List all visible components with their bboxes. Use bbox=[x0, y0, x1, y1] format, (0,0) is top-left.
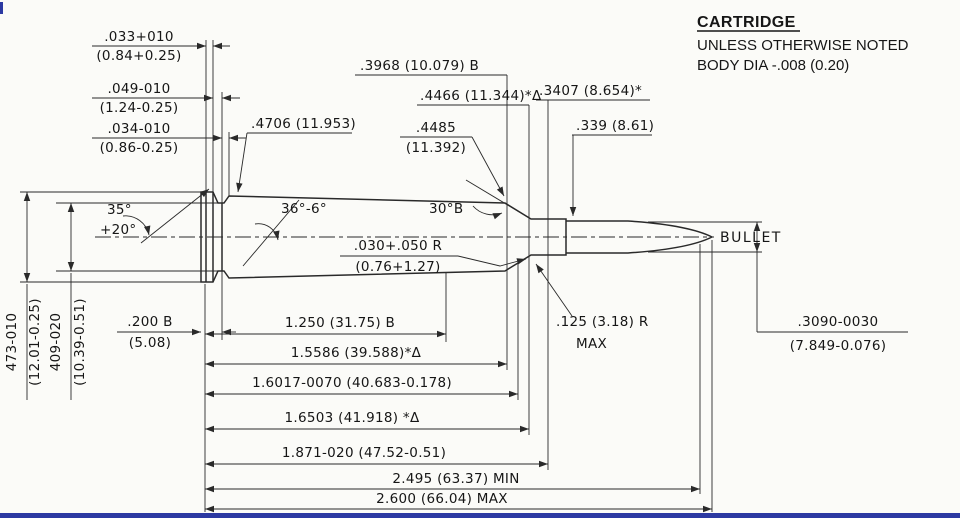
dim-shoulder-radius-mm: (0.76+1.27) bbox=[355, 259, 440, 275]
leader-shoulder-radius bbox=[457, 255, 527, 267]
dim-rim1-mm: (0.84+0.25) bbox=[96, 48, 181, 64]
dim-body-dia: .4706 (11.953) bbox=[251, 116, 356, 132]
dim-rim2-in: .049-010 bbox=[107, 81, 170, 97]
dim-head-dia-mm: (12.01-0.25) bbox=[27, 298, 43, 386]
leader-shoulder-angle bbox=[465, 179, 532, 220]
dim-neck-radius-a: .125 (3.18) R bbox=[556, 314, 649, 330]
dim-groove-dia-in: 409-020 bbox=[48, 313, 64, 372]
dim-l1250: 1.250 (31.75) B bbox=[285, 315, 395, 331]
title-block: CARTRIDGE UNLESS OTHERWISE NOTED BODY DI… bbox=[697, 14, 909, 74]
dim-rim1-in: .033+010 bbox=[104, 29, 174, 45]
dim-shoulder2-in: .4485 bbox=[416, 120, 456, 136]
head-detail-lines bbox=[205, 192, 223, 282]
dimension-lines bbox=[23, 42, 761, 513]
arc-rim-angle bbox=[122, 215, 151, 236]
drawing-title: CARTRIDGE bbox=[697, 14, 796, 31]
border-bottom-blue bbox=[0, 513, 960, 518]
dim-l200-in: .200 B bbox=[127, 314, 172, 330]
dim-oal-max: 2.600 (66.04) MAX bbox=[376, 491, 508, 507]
dim-oal-min: 2.495 (63.37) MIN bbox=[392, 471, 519, 487]
dim-neck-radius-b: MAX bbox=[576, 336, 607, 352]
leader-lines bbox=[122, 132, 577, 317]
dim-rim3-in: .034-010 bbox=[107, 121, 170, 137]
dim-bullet-dia-in: .3090-0030 bbox=[798, 314, 879, 330]
dim-rim3-mm: (0.86-0.25) bbox=[100, 140, 179, 156]
dim-head-dia-in: 473-010 bbox=[4, 313, 20, 372]
dim-angle-groove: 36°-6° bbox=[281, 201, 327, 217]
dim-angle-shoulder: 30°B bbox=[429, 201, 463, 217]
dim-l200-mm: (5.08) bbox=[129, 335, 171, 351]
dim-shoulder2-mm: (11.392) bbox=[406, 140, 466, 156]
dim-neck-basic: .3968 (10.079) B bbox=[360, 58, 479, 74]
arc-groove-angle bbox=[254, 223, 280, 241]
dim-angle-rim-a: 35° bbox=[107, 202, 132, 218]
dim-shoulder-radius-in: .030+.050 R bbox=[354, 238, 442, 254]
dim-bullet-dia-mm: (7.849-0.076) bbox=[790, 338, 887, 354]
bullet-label: BULLET bbox=[720, 230, 782, 246]
leader-rim-angle bbox=[140, 188, 210, 244]
bullet-profile bbox=[566, 220, 714, 254]
border-left-blue bbox=[0, 2, 3, 14]
dim-shoulder1: .4466 (11.344)*Δ bbox=[420, 88, 542, 104]
dim-angle-rim-b: +20° bbox=[100, 222, 136, 238]
drawing-note-1: UNLESS OTHERWISE NOTED bbox=[697, 37, 909, 54]
leader-neck-radius bbox=[535, 263, 573, 317]
dim-l16017: 1.6017-0070 (40.683-0.178) bbox=[252, 375, 452, 391]
leader-shoulder-dia bbox=[471, 136, 505, 197]
dim-bullet-seat: .339 (8.61) bbox=[576, 118, 654, 134]
dim-neck2: .3407 (8.654)* bbox=[539, 83, 642, 99]
leader-groove-angle bbox=[242, 199, 300, 267]
leader-body-dia bbox=[236, 132, 248, 193]
dim-l16503: 1.6503 (41.918) *Δ bbox=[285, 410, 420, 426]
dim-l1871: 1.871-020 (47.52-0.51) bbox=[282, 445, 446, 461]
arc-shoulder-angle bbox=[472, 205, 503, 220]
dimension-labels: .033+010 (0.84+0.25) .049-010 (1.24-0.25… bbox=[4, 29, 886, 507]
dim-l15586: 1.5586 (39.588)*Δ bbox=[291, 345, 422, 361]
dim-groove-dia-mm: (10.39-0.51) bbox=[72, 298, 88, 386]
extension-lines bbox=[20, 40, 908, 512]
drawing-note-2: BODY DIA -.008 (0.20) bbox=[697, 57, 849, 74]
dim-rim2-mm: (1.24-0.25) bbox=[100, 100, 179, 116]
